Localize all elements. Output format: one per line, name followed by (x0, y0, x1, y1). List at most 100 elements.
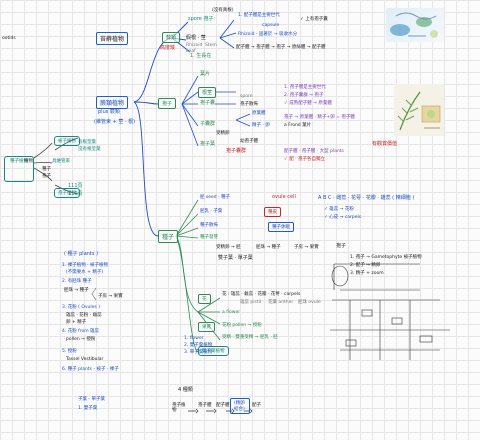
moss-lifecycle-illustration (386, 8, 444, 42)
fern-young-sporophyte: 幼孢子體 (240, 139, 258, 144)
right-diagram-title: 孢子 (336, 243, 347, 249)
central-node-seed-plants: 種子植物 (4, 156, 34, 182)
fern-note-1: 1. 孢子體是主要世代 (284, 85, 326, 90)
right-diagram-line-3: 3. 精子 + zoom (350, 271, 384, 276)
branch-seed-title: 種子 (158, 230, 179, 243)
bryophyte-no-roots: (沒有真根) (212, 8, 234, 13)
flower-box: 雙子葉植物 (198, 346, 229, 356)
fern-red-note: 孢子囊群 (226, 148, 247, 154)
flower-detail-7: 受精 : 雙重受精 → 胚乳 · 胚 (222, 335, 278, 340)
seed-item-3: 子房 → 果實 (294, 245, 319, 250)
flower-detail-3: 花藥 anther (268, 300, 294, 305)
flower-detail-1: 花 : 雄蕊 · 雌蕊 · 花瓣 · 花萼 · carpels (222, 292, 301, 297)
left-list-item-11: 5. 授粉 (62, 349, 77, 354)
bryophyte-note-3: Rhizoid - 固著於 → 吸收水分 (238, 32, 298, 37)
left-list-item-1: 1. 裸子植物 · 被子植物 (62, 263, 109, 268)
branch-fern-title: 蕨類植物 (96, 96, 129, 109)
left-list-item-3: 2. 有胚珠 種子 (62, 279, 92, 284)
fern-rhizome: 根莖 (198, 87, 217, 98)
seed-item-1: 受精卵 → 胚 (216, 245, 241, 250)
seed-part-2: 胚乳 · 子葉 (200, 209, 223, 214)
left-list-item-10: pollen → 授粉 (66, 337, 96, 342)
bottom-title: 4 種類 (178, 387, 193, 393)
seed-eq: 雙子葉 · 單子葉 (218, 255, 253, 261)
seed-item-2: 胚珠 → 種子 (256, 245, 281, 250)
left-note-3: 3. 單子葉植物 (184, 350, 213, 355)
left-list-item-8: 卵 + 精子 (66, 320, 87, 325)
left-list-item-9: 4. 花粉 from 雄蕊 (62, 329, 100, 334)
flower-detail-4: 胚珠 ovule (298, 300, 321, 305)
fern-note-3: ✓ 成熟配子體 → 原葉體 (284, 101, 332, 106)
bryophyte-spore: spore 孢子 (188, 16, 214, 22)
left-list-item-12: Tassel Vestibular (66, 357, 104, 362)
flower-detail-2: 雄蕊 pistil (240, 300, 262, 305)
fern-note-5: 配子體 · 孢子體 · 大型 plants (284, 149, 344, 154)
bryophyte-note-1: 1. 配子體是主要世代 (238, 13, 280, 18)
seed-part-6: 種子發芽 (200, 235, 218, 240)
seed-part-1: 胚 seed · 種子 (200, 195, 230, 200)
seed-part-4: 種子散佈 (200, 223, 218, 228)
left-list-item-5: 子房 → 果實 (98, 294, 123, 299)
bottom-flow-2: 孢子體 (198, 403, 212, 408)
fern-note-frond: a Frond 葉片 (284, 123, 312, 128)
branch-fern-sub: plus 蕨類 (98, 109, 120, 115)
bottom-item-1: 子葉 - 單子葉 (78, 397, 105, 402)
bryophyte-leaf: Leaf (186, 49, 196, 54)
fern-note-6: ✓ 配 · 孢子各自獨立 (284, 157, 325, 162)
fern-dispersal: 孢子散佈 (240, 102, 258, 107)
bryophyte-stem-roots: 假根 · 莖 (186, 35, 206, 41)
seed-abc: A B C · 雌蕊 · 花萼 · 花瓣 · 雄蕊 ( 精細胞 ) (318, 195, 415, 201)
edge-label: ootids (2, 36, 16, 41)
seed-part-3: 種皮 (264, 207, 281, 217)
right-diagram-line-1: 1. 孢子 → Gametophyte 被子植物 (350, 255, 422, 260)
bryophyte-grows: 1. 生長在 (190, 53, 212, 59)
seed-ovule-note: ovule cell (272, 194, 296, 200)
left-list-item-2: (不需要水 + 精子) (66, 270, 104, 275)
bottom-flow-4: (精卵結合) (230, 398, 250, 414)
central-label-spore: 孢子 (42, 174, 51, 179)
bryophyte-note-capsule: capsule (262, 23, 280, 28)
left-list-item-6: 3. 花粉 ( Ovules ) (62, 305, 100, 310)
seed-part-5: 種子休眠 (268, 222, 294, 232)
seed-abc-item-2: ✓ 心皮 → carpels (324, 215, 362, 220)
flower-node: 花 (198, 294, 211, 304)
fern-note-2: 2. 孢子囊群 → 孢子 (284, 93, 324, 98)
bryophyte-stem: Stem (205, 43, 217, 48)
fern-spore-en: spore (240, 94, 253, 99)
central-node-spore-plants: 孢子植物 (54, 188, 80, 198)
bryophyte-rhizoid: Rhizoid (186, 43, 203, 48)
central-label-plants: 植物 (24, 159, 33, 164)
fern-red-label: 有觀賞價值 (372, 141, 398, 147)
central-node-angiosperm: 被子植物 (54, 136, 80, 146)
bryophyte-note-2: ✓ 上有孢子囊 (300, 17, 328, 22)
central-label-vascular: 具維管束 (52, 159, 70, 164)
page-ref-111: 111頁 (68, 183, 83, 189)
fern-zygote: 受精卵 (216, 131, 230, 136)
seed-abc-item-1: ✓ 雄蕊 → 花粉 (324, 207, 354, 212)
fern-sporophyll: 孢子葉 (200, 141, 216, 147)
bottom-item-2: 1. 雙子葉 (78, 406, 98, 411)
central-label-seed: 種子 (42, 167, 51, 172)
branch-fern-spore-node: 孢子 (158, 98, 177, 109)
fern-gametes: 精子 · 卵 (252, 123, 270, 128)
left-note-1: 1. flower (184, 336, 204, 341)
bottom-flow-3: 配子體 (216, 403, 230, 408)
left-list-item-13: 6. 種子 plants - 被子 · 裸子 (62, 367, 119, 372)
fern-sorus: 子囊群 (200, 121, 216, 127)
fruit-node: 果實 (198, 322, 215, 332)
flower-detail-5: a flower (222, 310, 241, 315)
fern-note-4: 孢子 → 原葉體 · 精子+卵 = 孢子體 (284, 115, 355, 120)
fern-prothallus: 原葉體 (252, 111, 266, 116)
right-diagram-line-2: 2. 配子 → 精卵 (350, 263, 381, 268)
bryophyte-red-note: 高度矮 (160, 45, 176, 51)
page-ref-110: 110頁 (68, 191, 83, 197)
central-label-has-roots: 有根莖葉 (78, 140, 96, 145)
fern-lifecycle-illustration (394, 84, 444, 136)
left-list-item-7: 雄蕊 · 花粉 · 雌蕊 (66, 313, 102, 318)
fern-leaf: 葉片 (200, 71, 211, 77)
left-note-2: 2. 雙子葉植物 (184, 343, 213, 348)
branch-bryophyte-title: 苔蘚植物 (96, 32, 129, 45)
bryophyte-cycle: 配子體 → 孢子體 → 孢子 → 原絲體 → 配子體 (236, 45, 326, 50)
